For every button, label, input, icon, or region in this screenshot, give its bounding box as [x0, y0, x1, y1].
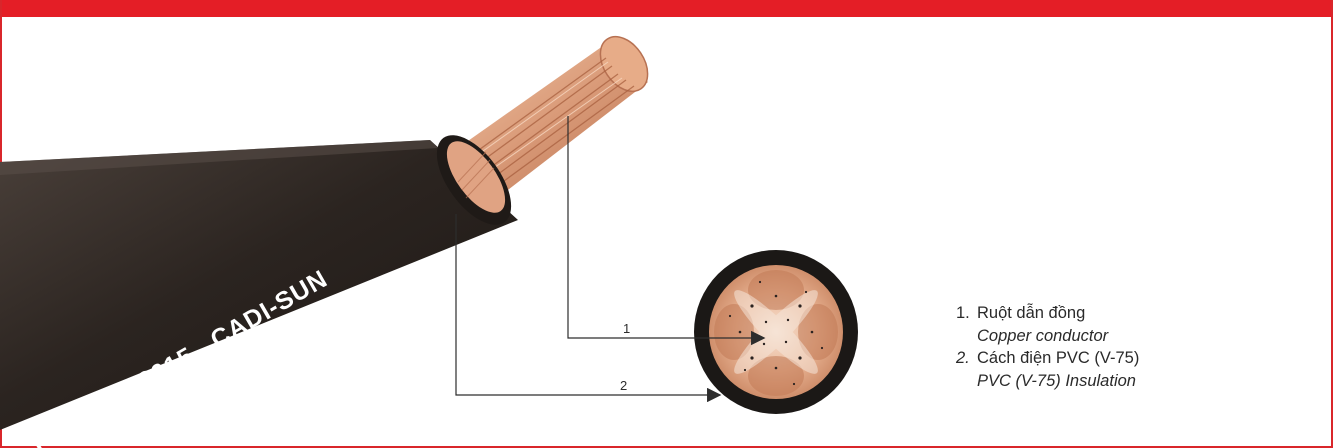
callout-1-number: 1	[623, 321, 630, 336]
legend-item-2-label-en: PVC (V-75) Insulation	[977, 371, 1136, 390]
callout-2-number: 2	[620, 378, 627, 393]
copper-conductor	[448, 35, 649, 196]
legend-item-2-number: 2.	[956, 349, 970, 367]
legend-item-1-number: 1.	[956, 304, 970, 322]
legend-item-2-label-vi: Cách điện PVC (V-75)	[977, 349, 1140, 367]
legend-item-1-label-vi: Ruột dẫn đồng	[977, 304, 1086, 322]
callout-2-leader	[455, 214, 722, 403]
legend-item-2: 2. Cách điện PVC (V-75)	[956, 347, 1296, 370]
top-accent-bar	[0, 0, 1333, 17]
cross-section	[694, 250, 858, 414]
insulation-jacket	[0, 135, 518, 430]
callout-1-leader	[567, 116, 766, 346]
legend-item-1: 1. Ruột dẫn đồng	[956, 302, 1296, 325]
legend: 1. Ruột dẫn đồng Copper conductor 2. Cách …	[956, 302, 1296, 392]
legend-item-1-label-en: Copper conductor	[977, 326, 1109, 345]
